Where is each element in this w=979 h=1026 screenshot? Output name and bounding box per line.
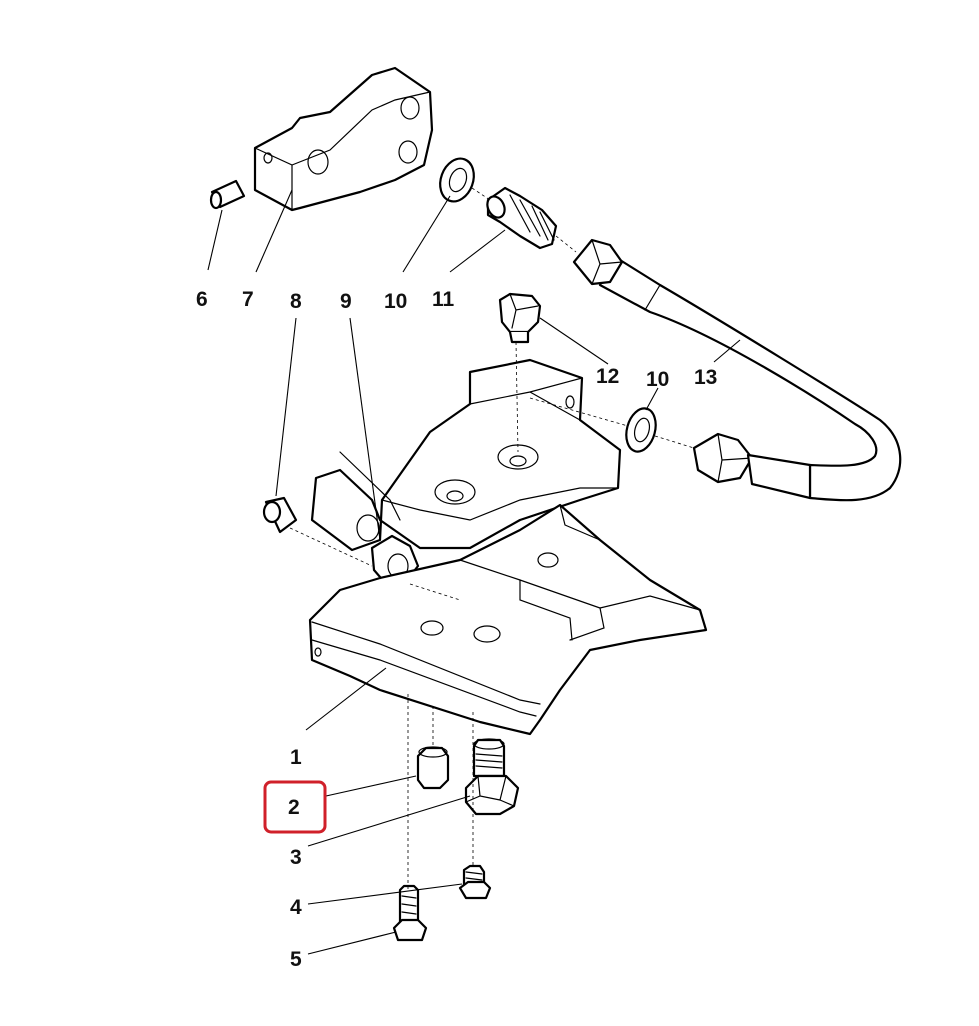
callout-11: 11 [432,288,455,311]
callout-13: 13 [694,366,717,389]
callout-5: 5 [290,948,302,971]
part-6-pin [209,179,246,210]
part-3-plug [464,738,520,816]
part-10-washer-mid [625,407,657,453]
callout-12: 12 [596,365,619,388]
part-4-small-screw [458,864,492,900]
part-13-hose [572,238,902,502]
callout-9: 9 [340,290,352,313]
callout-10-top: 10 [384,290,407,313]
callout-labels: 6 7 8 9 10 11 12 10 13 1 2 3 4 5 [196,288,717,971]
part-7-clamp-block [253,66,434,212]
callout-3: 3 [290,846,302,869]
callout-10-mid: 10 [646,368,669,391]
callout-7: 7 [242,288,254,311]
part-11-fitting [486,186,558,250]
part-12-cap [498,292,542,344]
part-5-bolt [392,884,428,942]
part-2-cap [416,746,450,790]
assembly-lines [289,187,695,890]
callout-1: 1 [290,746,302,769]
part-8-pin [262,496,298,534]
callout-2: 2 [288,796,300,819]
callout-8: 8 [290,290,302,313]
leader-lines [207,189,741,955]
callout-6: 6 [196,288,208,311]
callout-4: 4 [290,896,302,919]
upper-bracket [310,358,622,552]
callout-2-highlight-box [263,780,327,834]
part-1-base-plate [308,503,708,736]
part-10-washer-top [439,157,475,203]
